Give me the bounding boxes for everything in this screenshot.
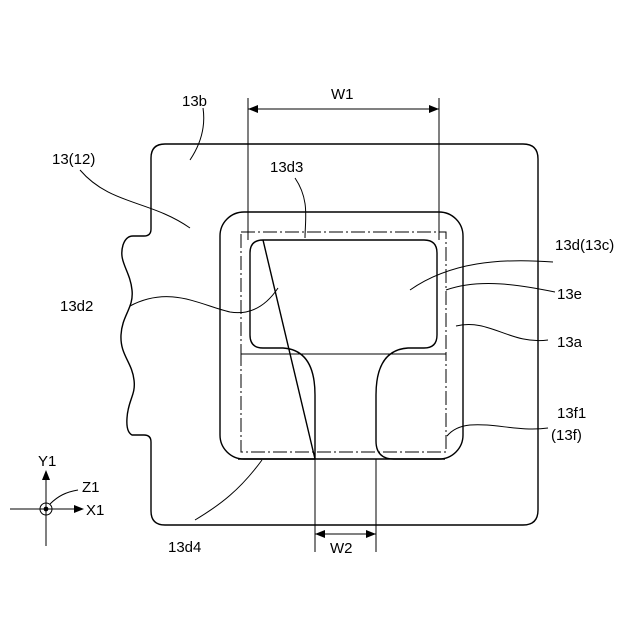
label-x1: X1 — [86, 502, 104, 519]
label-13d2: 13d2 — [60, 298, 93, 315]
frame-13a — [220, 212, 463, 459]
leader-13f1 — [447, 425, 548, 436]
w2-arrow-right — [366, 530, 376, 538]
leader-13d3 — [295, 178, 306, 238]
axis-z1-dot — [44, 507, 49, 512]
label-13b: 13b — [182, 93, 207, 110]
pad-13d-outline — [238, 240, 445, 459]
w1-arrow-right — [429, 105, 439, 113]
label-13d3: 13d3 — [270, 159, 303, 176]
outer-plate-outline — [121, 144, 538, 525]
label-13d-13c: 13d(13c) — [555, 237, 614, 254]
label-z1: Z1 — [82, 479, 100, 496]
leader-13b — [190, 108, 204, 160]
leader-13-12 — [80, 170, 190, 228]
label-13f: (13f) — [551, 427, 582, 444]
leader-13a — [456, 325, 548, 341]
w1-arrow-left — [248, 105, 258, 113]
w1-label: W1 — [331, 86, 354, 103]
label-13d4: 13d4 — [168, 539, 201, 556]
label-13a: 13a — [557, 334, 583, 351]
leader-13d4 — [195, 460, 262, 520]
axis-y1-arrow — [42, 470, 50, 480]
region-13f-dashdot — [241, 354, 446, 452]
label-13e: 13e — [557, 286, 582, 303]
leader-z1 — [50, 490, 78, 504]
axis-x1-arrow — [74, 505, 84, 513]
w2-label: W2 — [330, 540, 353, 557]
label-13-12: 13(12) — [52, 151, 95, 168]
leader-13d2 — [130, 288, 278, 313]
region-13e-dashdot — [241, 232, 446, 354]
label-y1: Y1 — [38, 453, 56, 470]
label-13f1: 13f1 — [557, 405, 586, 422]
w2-arrow-left — [315, 530, 325, 538]
leader-13d-13c — [410, 261, 553, 290]
